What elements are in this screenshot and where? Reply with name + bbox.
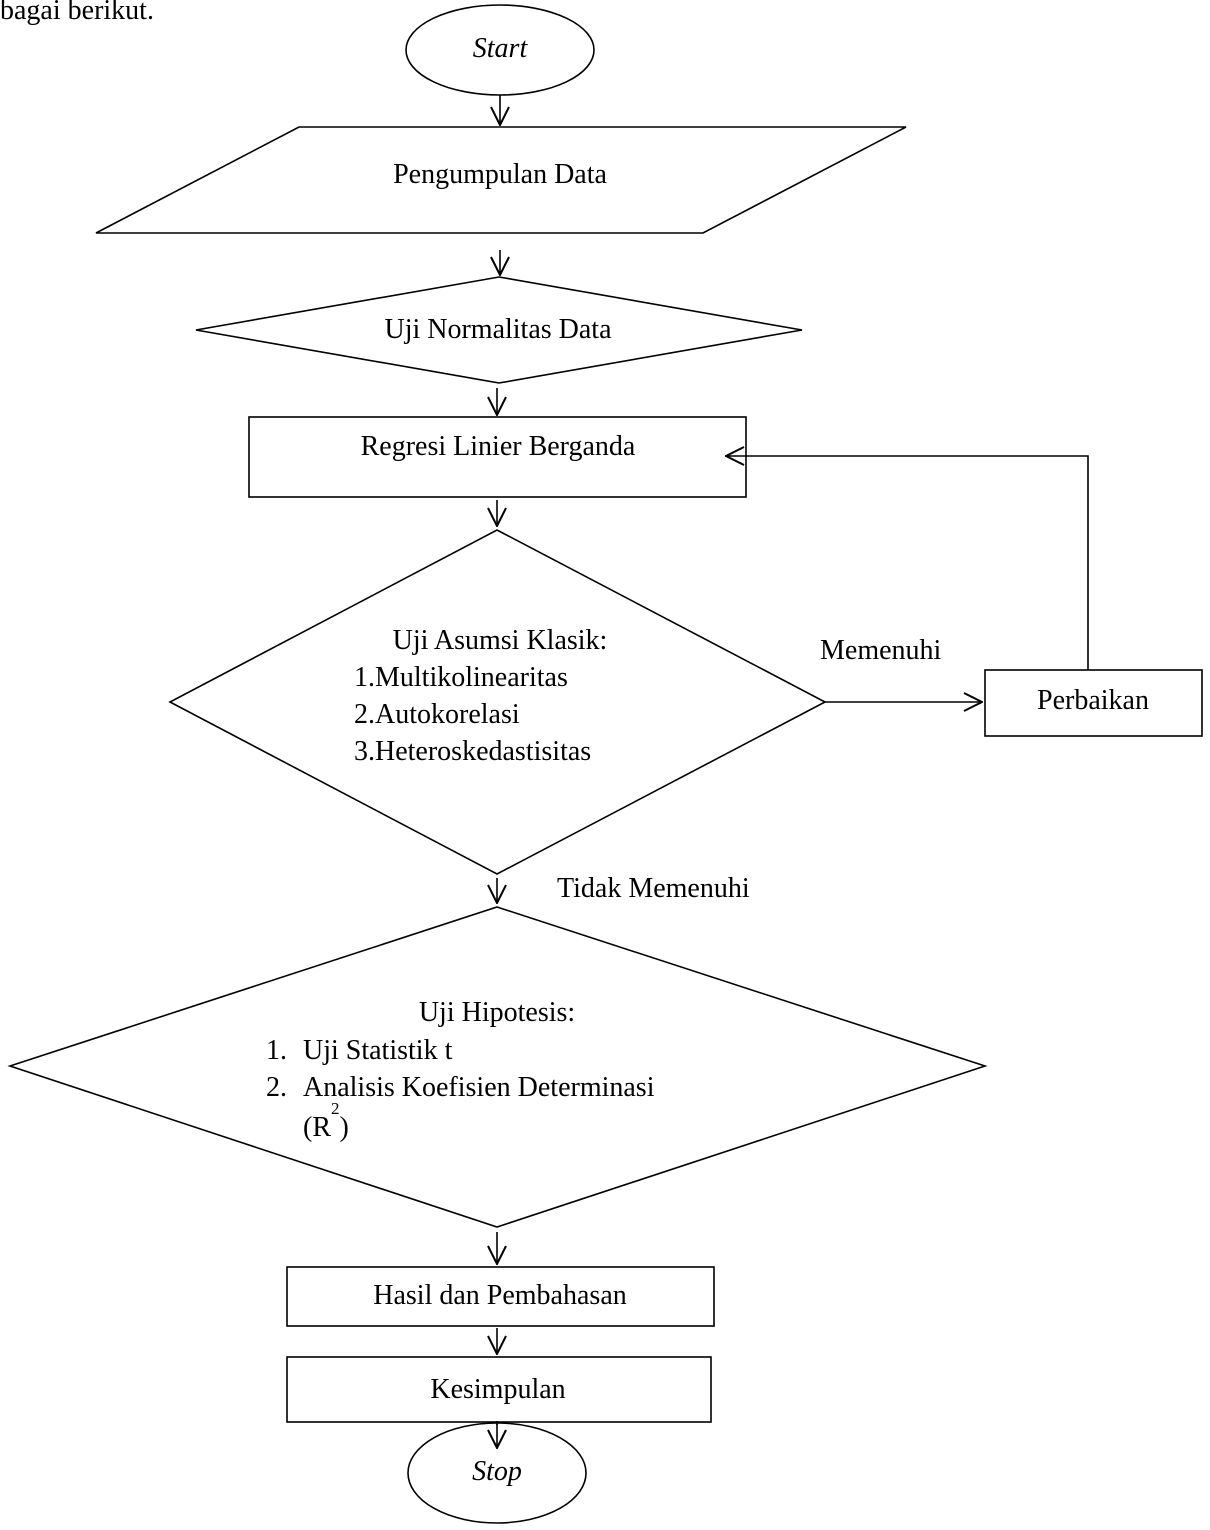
met-edge-label: Memenuhi [820, 635, 942, 666]
list-item-text: Autokorelasi [375, 699, 520, 730]
data-collection-parallelogram [95, 126, 907, 234]
results-label: Hasil dan Pembahasan [373, 1280, 627, 1311]
regression-process-box [248, 416, 747, 498]
assumption-list: 1.Multikolinearitas 2.Autokorelasi 3.Het… [354, 659, 591, 770]
assumption-title: Uji Asumsi Klasik: [392, 625, 608, 656]
r2-open: (R [303, 1112, 331, 1143]
stop-label: Stop [472, 1456, 522, 1487]
list-item-text: Heteroskedastisitas [375, 736, 592, 767]
hypothesis-decision-diamond [7, 906, 988, 1228]
regression-label: Regresi Linier Berganda [360, 431, 636, 462]
arrow-fix-to-regression [726, 456, 1089, 670]
hypothesis-title: Uji Hipotesis: [418, 997, 576, 1028]
r2-close: ) [339, 1112, 349, 1143]
list-item-text: Uji Statistik t [303, 1035, 453, 1066]
list-item: 1.Multikolinearitas [354, 659, 591, 696]
list-item-number: 2. [266, 1072, 287, 1103]
conclusion-process-box [286, 1356, 712, 1423]
list-item: 2. Analisis Koefisien Determinasi [266, 1069, 654, 1106]
not-met-edge-label: Tidak Memenuhi [557, 873, 750, 904]
results-process-box [286, 1266, 715, 1327]
list-item-number: 1. [266, 1035, 287, 1066]
start-label: Start [472, 33, 528, 64]
hypothesis-list: 1. Uji Statistik t 2. Analisis Koefisien D… [266, 1032, 654, 1146]
list-item: 2.Autokorelasi [354, 696, 591, 733]
list-item: 1. Uji Statistik t [266, 1032, 654, 1069]
fix-process-box [984, 669, 1203, 737]
list-item-number: 1. [354, 662, 375, 693]
normality-label: Uji Normalitas Data [384, 314, 612, 345]
normality-decision-diamond [195, 276, 803, 384]
fix-label: Perbaikan [1037, 685, 1149, 716]
collect-label: Pengumpulan Data [393, 159, 607, 190]
list-item-text: Multikolinearitas [375, 662, 568, 693]
header-fragment: bagai berikut. [0, 0, 154, 26]
list-item-number: 2. [354, 699, 375, 730]
list-item: 3.Heteroskedastisitas [354, 733, 591, 770]
r2-superscript: 2 [331, 1099, 340, 1118]
conclusion-label: Kesimpulan [430, 1374, 566, 1405]
assumption-decision-diamond [168, 529, 827, 875]
list-item-number: 3. [354, 736, 375, 767]
list-item-text: Analisis Koefisien Determinasi [303, 1072, 655, 1103]
